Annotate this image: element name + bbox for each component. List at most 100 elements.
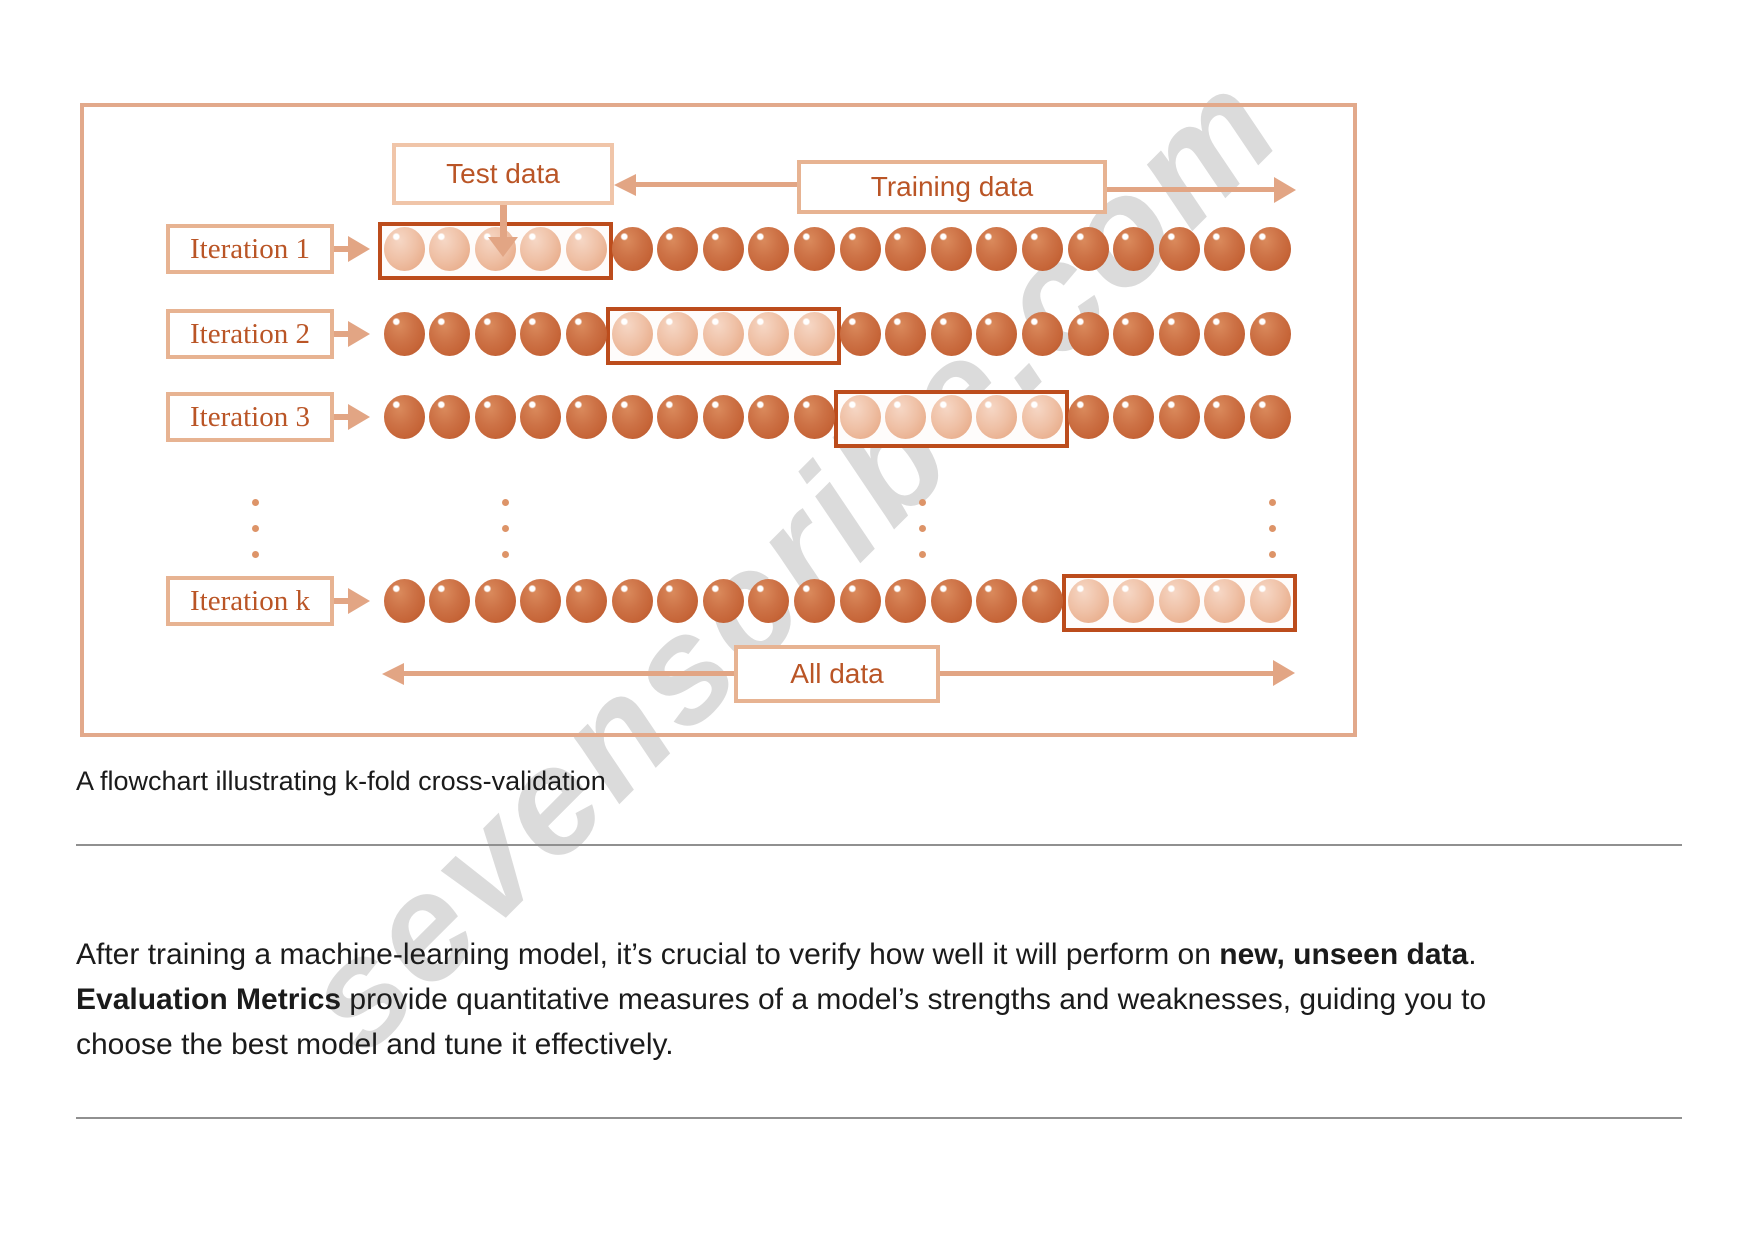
data-point-circle	[1113, 579, 1155, 623]
data-point-circle	[520, 227, 562, 271]
training-data-label: Training data	[870, 171, 1034, 202]
data-point-circle	[1113, 312, 1155, 356]
data-point-circle	[1204, 579, 1246, 623]
data-point-circle	[793, 579, 835, 623]
data-point-circle	[976, 312, 1018, 356]
ellipsis-dot	[919, 499, 926, 506]
data-point-circle	[930, 579, 972, 623]
data-point-circle	[1204, 395, 1246, 439]
data-point-circle	[976, 395, 1018, 439]
data-point-circle	[383, 227, 425, 271]
iteration-label-box: Iteration k	[166, 576, 334, 626]
figure-caption: A flowchart illustrating k-fold cross-va…	[76, 766, 606, 796]
text: .	[1468, 938, 1477, 971]
iteration-label: Iteration 1	[190, 232, 310, 265]
data-point-circle	[702, 395, 744, 439]
iteration-label: Iteration 3	[190, 400, 310, 433]
data-point-circle	[565, 395, 607, 439]
data-point-circle	[1204, 227, 1246, 271]
data-point-circle	[429, 312, 471, 356]
data-point-circle	[702, 579, 744, 623]
iteration-label-box: Iteration 2	[166, 309, 334, 359]
data-point-circle	[885, 579, 927, 623]
data-point-circle	[1249, 312, 1291, 356]
kfold-diagram-frame: Test data Training data Iteration 1 Itera…	[80, 103, 1357, 737]
data-point-circle	[748, 579, 790, 623]
arrowhead	[348, 404, 370, 430]
data-point-circle	[520, 395, 562, 439]
data-point-circle	[1067, 227, 1109, 271]
data-point-circle	[748, 227, 790, 271]
training-data-label-box: Training data	[797, 160, 1107, 214]
data-point-circle	[1249, 579, 1291, 623]
ellipsis-dot	[502, 525, 509, 532]
arrow-line	[334, 598, 350, 604]
ellipsis-dot	[919, 525, 926, 532]
data-point-circle	[1067, 395, 1109, 439]
arrow-line	[334, 331, 350, 337]
data-point-circle	[793, 395, 835, 439]
data-point-circle	[976, 227, 1018, 271]
ellipsis-dot	[502, 551, 509, 558]
iteration-label: Iteration 2	[190, 317, 310, 350]
body-paragraph: After training a machine-learning model,…	[76, 932, 1656, 1067]
data-point-circle	[1158, 579, 1200, 623]
paragraph-line: Evaluation Metrics provide quantitative …	[76, 977, 1656, 1022]
data-point-circle	[793, 227, 835, 271]
arrow-line	[334, 246, 350, 252]
ellipsis-dot	[919, 551, 926, 558]
data-point-circle	[885, 312, 927, 356]
arrow-line	[334, 414, 350, 420]
ellipsis-dot	[252, 499, 259, 506]
data-point-circle	[565, 227, 607, 271]
all-data-label-box: All data	[734, 645, 940, 703]
ellipsis-dot	[1269, 525, 1276, 532]
data-point-circle	[474, 579, 516, 623]
all-data-label: All data	[790, 658, 884, 689]
data-point-circle	[1021, 312, 1063, 356]
arrowhead	[348, 588, 370, 614]
divider	[76, 844, 1682, 846]
data-point-circle	[1204, 312, 1246, 356]
data-point-circle	[383, 312, 425, 356]
text: choose the best model and tune it effect…	[76, 1028, 674, 1061]
data-point-circle	[839, 312, 881, 356]
paragraph-line: choose the best model and tune it effect…	[76, 1022, 1656, 1067]
ellipsis-dot	[252, 525, 259, 532]
data-point-circle	[702, 312, 744, 356]
test-data-label: Test data	[446, 158, 560, 189]
data-point-circle	[839, 227, 881, 271]
data-point-circle	[520, 312, 562, 356]
data-point-circle	[1067, 312, 1109, 356]
data-point-circle	[839, 579, 881, 623]
iteration-label-box: Iteration 3	[166, 392, 334, 442]
text: After training a machine-learning model,…	[76, 938, 1220, 971]
data-point-circle	[565, 312, 607, 356]
bold-text: Evaluation Metrics	[76, 983, 342, 1016]
data-point-circle	[1158, 312, 1200, 356]
data-point-circle	[930, 395, 972, 439]
data-point-circle	[1113, 395, 1155, 439]
paragraph-line: After training a machine-learning model,…	[76, 932, 1656, 977]
iteration-label: Iteration k	[190, 584, 310, 617]
data-point-circle	[657, 312, 699, 356]
data-point-circle	[657, 579, 699, 623]
data-point-circle	[1249, 227, 1291, 271]
data-point-circle	[474, 395, 516, 439]
data-point-circle	[748, 312, 790, 356]
data-point-circle	[429, 227, 471, 271]
data-point-circle	[1113, 227, 1155, 271]
data-point-circle	[1021, 395, 1063, 439]
bold-text: new, unseen data	[1219, 938, 1469, 971]
iteration-label-box: Iteration 1	[166, 224, 334, 274]
data-point-circle	[1021, 227, 1063, 271]
data-point-circle	[930, 312, 972, 356]
data-point-circle	[702, 227, 744, 271]
arrowhead	[348, 236, 370, 262]
data-point-circle	[930, 227, 972, 271]
data-point-circle	[611, 395, 653, 439]
ellipsis-dot	[1269, 551, 1276, 558]
data-point-circle	[565, 579, 607, 623]
data-point-circle	[429, 395, 471, 439]
